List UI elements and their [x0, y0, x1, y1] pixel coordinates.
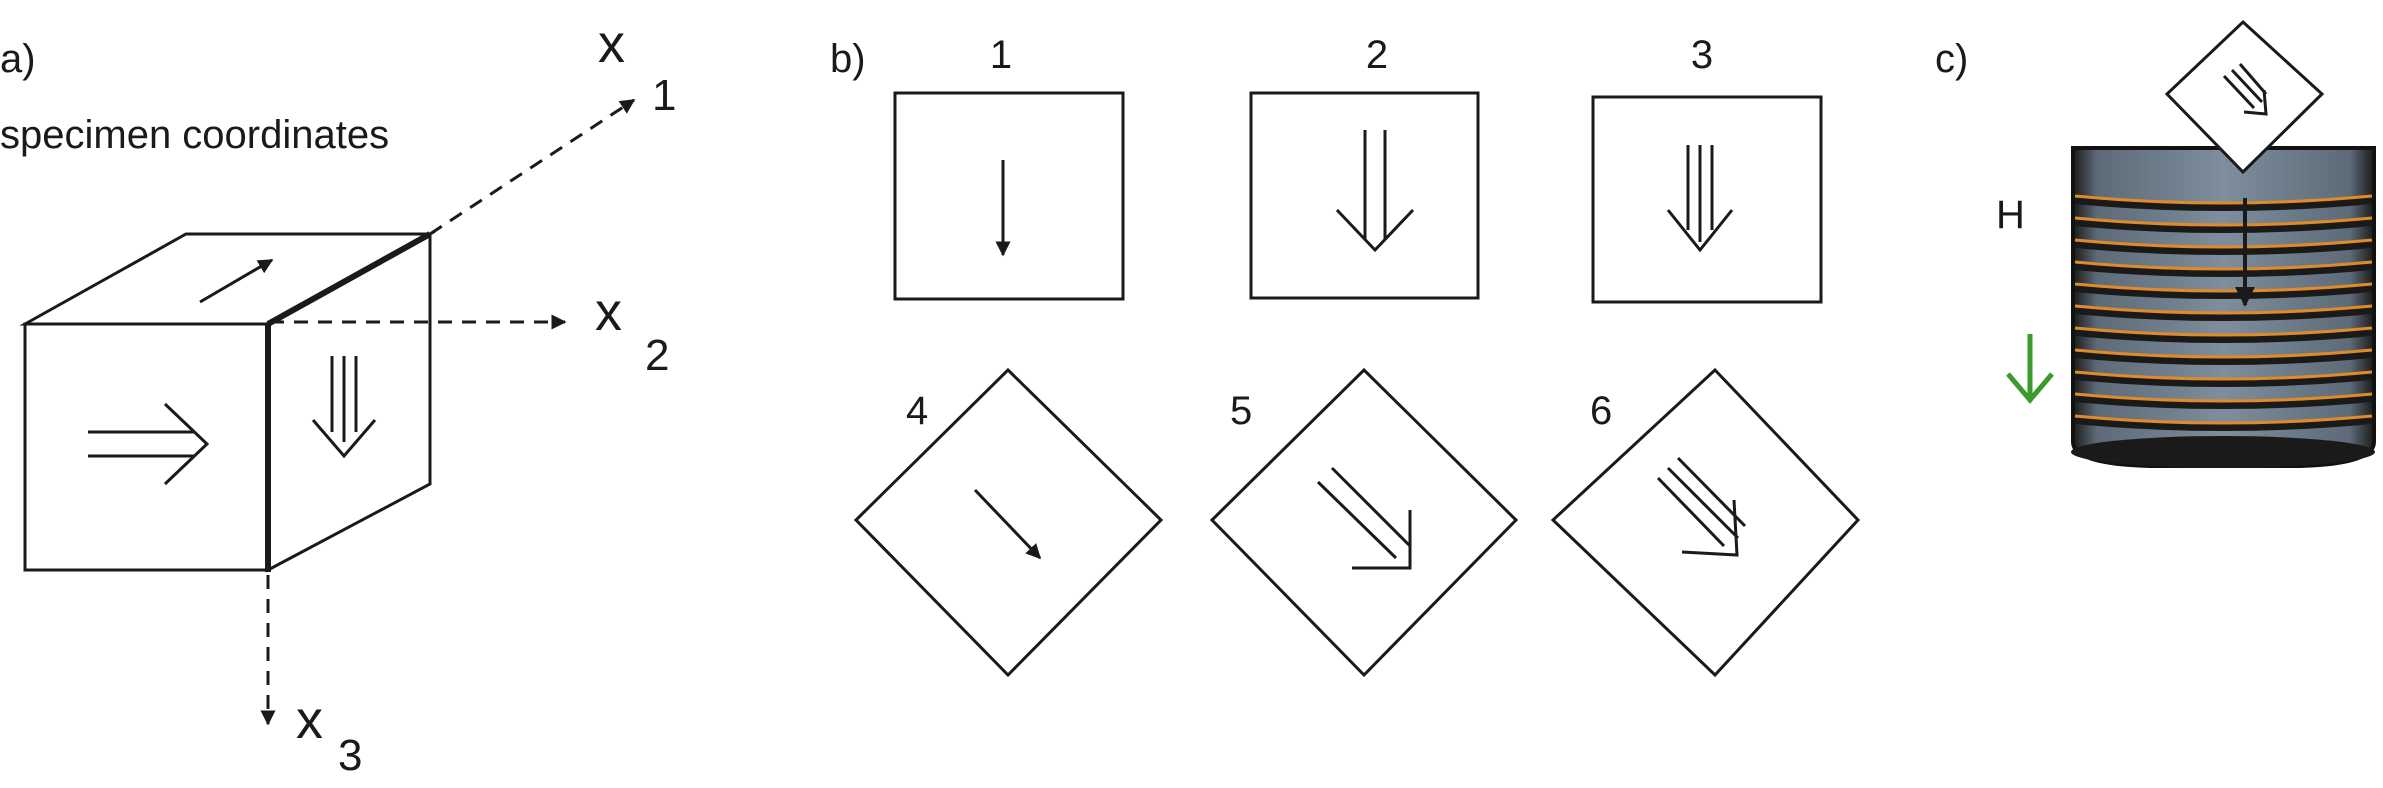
- sample-6-number: 6: [1590, 389, 1612, 433]
- cube-side-face: [266, 231, 432, 573]
- panel-a: a) specimen coordinates: [0, 14, 676, 780]
- coil-winding-shadow: [2074, 394, 2373, 409]
- specimen-cube: [19, 231, 436, 573]
- sample-3-triple-arrow: [1666, 145, 1734, 253]
- sample-6: 6: [1550, 367, 1861, 678]
- sample-6-triple-arrow: [1656, 456, 1747, 557]
- svg-text:2: 2: [645, 331, 669, 380]
- sample-1-square: [893, 91, 1125, 301]
- coil-winding-shadow: [2074, 306, 2373, 321]
- axis-x1-line: [429, 98, 636, 236]
- sample-3-number: 3: [1691, 33, 1713, 77]
- field-label-h: H: [1996, 193, 2025, 237]
- panel-a-label: a): [0, 37, 36, 81]
- sample-1: 1: [893, 33, 1125, 301]
- coil-winding: [2074, 348, 2373, 359]
- coil-winding-shadow: [2074, 262, 2373, 277]
- coil-winding: [2074, 392, 2373, 403]
- sample-5-number: 5: [1230, 389, 1252, 433]
- coil-winding: [2074, 238, 2373, 249]
- coil-winding-shadow: [2074, 372, 2373, 387]
- coil-winding: [2074, 260, 2373, 271]
- sample-5: 5: [1209, 367, 1519, 678]
- coil-winding: [2074, 194, 2373, 205]
- side-face-triple-arrow: [311, 356, 377, 459]
- panel-c-label: c): [1935, 37, 1968, 81]
- sample-4-diamond: [853, 367, 1164, 678]
- coil-base: [2071, 436, 2375, 468]
- coil-winding: [2074, 326, 2373, 337]
- panel-a-title: specimen coordinates: [0, 113, 389, 157]
- sample-2-number: 2: [1366, 33, 1388, 77]
- coil-windings: [2074, 194, 2373, 431]
- specimen-triple-arrow: [2222, 63, 2268, 116]
- sample-2: 2: [1249, 33, 1480, 300]
- svg-text:3: 3: [338, 731, 362, 780]
- panel-b-label: b): [830, 37, 866, 81]
- coil-winding: [2074, 370, 2373, 381]
- sample-2-square: [1249, 91, 1480, 300]
- coil-winding-shadow: [2074, 240, 2373, 255]
- coil-winding-shadow: [2074, 416, 2373, 431]
- cube-top-face: [19, 232, 436, 326]
- top-face-arrow: [199, 258, 274, 304]
- specimen-on-coil: [2164, 19, 2325, 175]
- sample-5-diamond: [1209, 367, 1519, 678]
- green-field-arrow: [2006, 334, 2054, 404]
- coil-winding-shadow: [2074, 328, 2373, 343]
- panel-b: b) 1 2 3: [830, 33, 1861, 678]
- svg-text:1: 1: [652, 71, 676, 120]
- svg-text:x: x: [296, 690, 323, 750]
- coil-winding-shadow: [2074, 350, 2373, 365]
- axis-x1-label: x 1: [598, 14, 676, 120]
- coil-assembly: [2071, 146, 2376, 468]
- coil-winding: [2074, 304, 2373, 315]
- coil-winding: [2074, 414, 2373, 425]
- sample-2-double-arrow: [1335, 130, 1415, 253]
- coil-winding-shadow: [2074, 284, 2373, 299]
- sample-3-square: [1591, 95, 1823, 304]
- sample-1-number: 1: [990, 33, 1012, 77]
- coil-winding-shadow: [2074, 196, 2373, 211]
- sample-3: 3: [1591, 33, 1823, 304]
- cube-front-face: [23, 322, 270, 572]
- coil-winding-shadow: [2074, 218, 2373, 233]
- axis-x3-label: x 3: [296, 690, 362, 780]
- sample-6-diamond: [1550, 367, 1861, 678]
- coil-winding: [2074, 282, 2373, 293]
- sample-4-number: 4: [906, 389, 928, 433]
- panel-c: c) H: [1935, 19, 2376, 468]
- coil-winding: [2074, 216, 2373, 227]
- sample-4: 4: [853, 367, 1164, 678]
- svg-text:x: x: [595, 282, 622, 342]
- sample-4-arrow: [973, 488, 1042, 560]
- svg-text:x: x: [598, 14, 625, 74]
- front-face-double-arrow: [88, 402, 210, 486]
- sample-5-double-arrow: [1316, 466, 1412, 570]
- axis-x2-label: x 2: [595, 282, 669, 380]
